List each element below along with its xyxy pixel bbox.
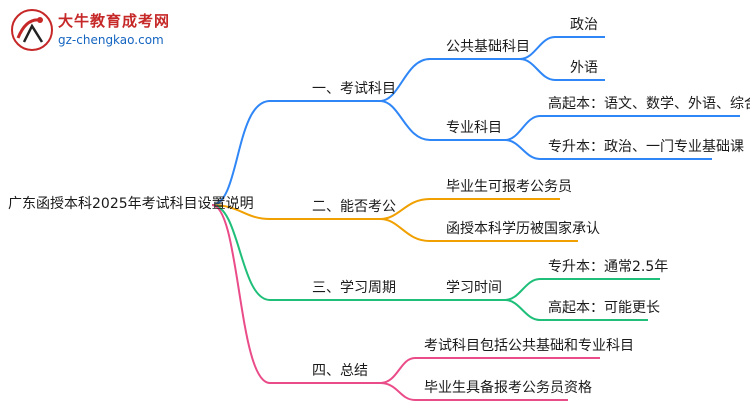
branch-summary: 四、总结 [312,363,368,379]
branch-study-period: 三、学习周期 [312,280,396,296]
branch-civil-service: 二、能否考公 [312,199,396,215]
node-politics: 政治 [570,17,598,33]
connector-b4-c2 [379,382,568,401]
connector-c2-g1 [504,115,740,141]
node-summary-subjects: 考试科目包括公共基础和专业科目 [424,338,634,354]
connector-c2-g2 [504,139,712,160]
connector-b2-c2 [379,218,578,242]
connector-root-b2 [211,204,380,220]
node-study-time: 学习时间 [446,280,502,296]
connector-root-b3 [211,204,380,301]
node-foreign-language: 外语 [570,60,598,76]
node-public-basic-subjects: 公共基础科目 [446,39,530,55]
node-gaoqiben-duration: 高起本：可能更长 [548,300,660,316]
connector-root-b1 [211,100,380,206]
connector-b3-g2 [504,299,648,321]
connector-b3-g1 [504,278,660,301]
connector-c1-g1 [519,36,605,60]
connector-root-b4 [211,204,380,384]
connector-b1-c2 [379,100,505,141]
node-summary-qualification: 毕业生具备报考公务员资格 [424,380,592,396]
connector-c1-g2 [519,58,605,81]
node-zhuanshengben-subjects: 专升本：政治、一门专业基础课 [548,139,744,155]
node-can-apply-civil-service: 毕业生可报考公务员 [446,179,572,195]
logo-mark-icon [11,9,53,51]
mindmap-root: 广东函授本科2025年考试科目设置说明 [8,196,254,212]
logo-brand-text: 大牛教育成考网 [58,12,171,30]
node-degree-recognized: 函授本科学历被国家承认 [446,221,600,237]
node-zhuanshengben-duration: 专升本：通常2.5年 [548,259,669,275]
branch-exam-subjects: 一、考试科目 [312,81,396,97]
node-major-subjects: 专业科目 [446,120,502,136]
connector-b1-c1 [379,58,520,102]
site-logo[interactable]: 大牛教育成考网 gz-chengkao.com [6,6,176,56]
logo-url-text: gz-chengkao.com [58,33,164,47]
connector-b4-c1 [379,357,600,384]
node-gaoqiben-subjects: 高起本：语文、数学、外语、综合科目 [548,96,750,112]
connector-b2-c1 [379,198,560,220]
